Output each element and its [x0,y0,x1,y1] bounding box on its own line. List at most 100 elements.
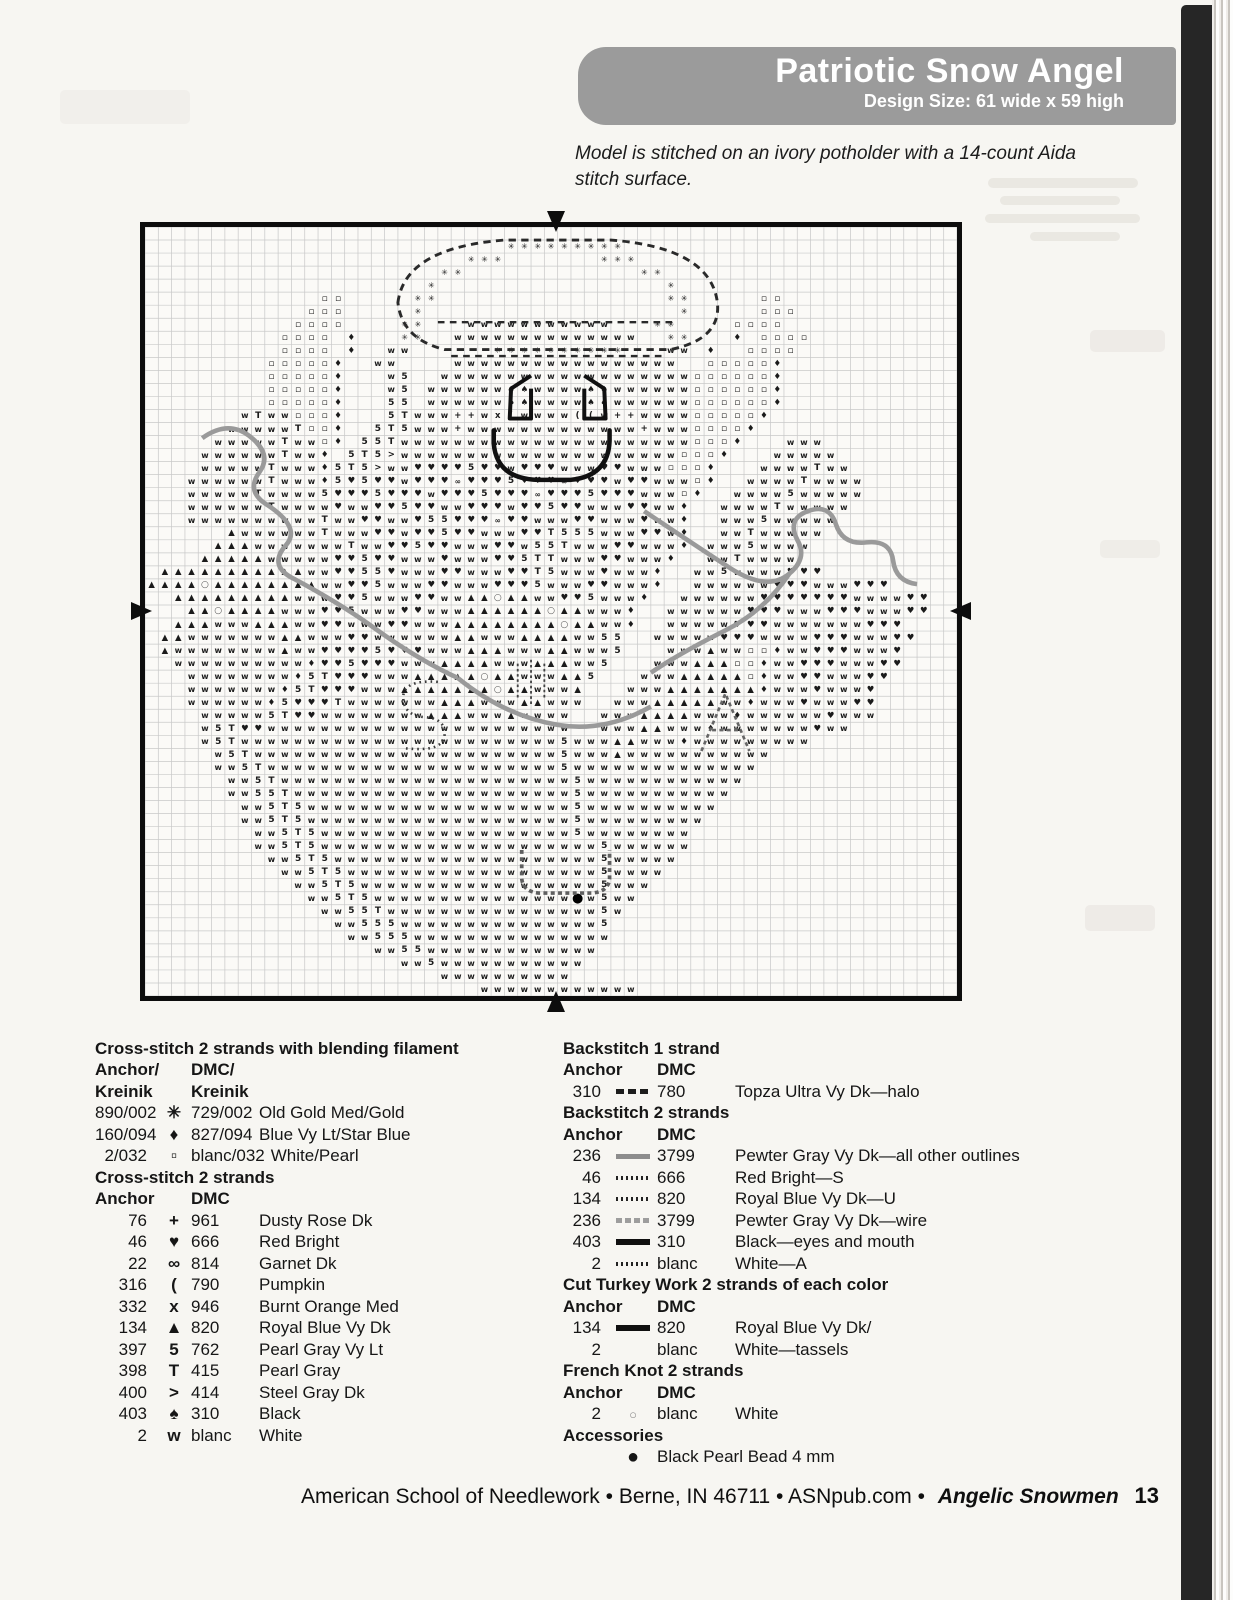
stitch-cell: w [201,476,209,486]
stitch-cell: w [281,476,289,486]
stitch-cell: w [573,320,582,330]
stitch-cell: w [533,776,542,786]
stitch-cell: w [533,724,542,734]
stitch-cell: T [281,710,288,721]
stitch-cell: ▫ [720,384,728,395]
stitch-cell: w [241,672,249,682]
stitch-cell: w [613,815,622,825]
stitch-cell: w [360,724,369,734]
stitch-cell: w [680,724,688,734]
stitch-cell: w [281,854,289,864]
stitch-cell: + [627,410,635,421]
stitch-cell: w [720,646,728,656]
stitch-cell: w [640,411,648,421]
stitch-cell: w [560,437,568,447]
stitch-cell: ▲ [561,645,568,656]
stitch-cell: ♥ [414,476,422,487]
stitch-cell: ♥ [746,632,755,643]
stitch-cell: 5 [521,554,528,565]
stitch-cell: 5 [308,867,315,878]
stitch-cell: ♥ [733,632,742,643]
stitch-cell: ♥ [573,515,582,526]
stitch-cell: 5 [441,515,448,526]
stitch-cell: w [733,737,742,747]
stitch-cell: 5 [361,906,368,917]
stitch-cell: w [334,919,342,929]
stitch-cell: w [387,580,395,590]
stitch-cell: ▲ [547,632,555,643]
stitch-cell: ▲ [494,645,502,656]
page-footer: American School of Needlework • Berne, I… [230,1483,1230,1509]
stitch-cell: ▲ [614,736,621,747]
backstitch-line-swatch [609,1239,657,1246]
stitch-cell: w [360,828,369,838]
stitch-cell: w [587,906,595,916]
stitch-cell: w [387,841,395,851]
stitch-cell: w [254,815,262,825]
stitch-cell: w [560,945,568,955]
stitch-cell: w [640,763,648,773]
stitch-cell: w [560,815,568,825]
stitch-cell: 5 [561,528,568,539]
dmc-number: blanc [191,1425,232,1445]
stitch-cell: w [374,698,382,708]
stitch-cell: ▫ [308,397,315,408]
stitch-cell: w [627,698,635,708]
stitch-cell: ▲ [547,619,555,630]
stitch-cell: w [733,528,742,538]
stitch-cell: w [427,789,435,799]
stitch-cell: ▫ [694,437,701,448]
stitch-cell: w [454,828,462,838]
stitch-cell: ♥ [919,606,928,617]
stitch-cell: ♥ [826,593,835,604]
stitch-cell: ♥ [387,658,396,669]
stitch-cell: ♥ [627,489,635,500]
column-header: Anchor [563,1382,623,1402]
stitch-cell: ♥ [467,502,475,513]
stitch-cell: w [693,593,702,603]
stitch-cell: 5 [374,450,382,461]
chart-grid-lines [145,227,957,996]
stitch-cell: w [520,906,529,916]
stitch-cell: 5 [374,567,382,578]
dmc-number: 820 [191,1318,220,1338]
stitch-cell: ▲ [214,541,222,552]
stitch-cell: w [520,919,529,929]
stitch-cell: w [587,554,595,564]
stitch-cell: w [653,828,662,838]
stitch-cell: ▫ [747,645,754,656]
stitch-cell: ♥ [560,489,569,500]
stitch-cell: ▫ [760,384,768,395]
stitch-cell: ▲ [720,684,728,695]
stitch-cell: ♥ [294,710,302,721]
stitch-cell: w [707,580,715,590]
stitch-cell: ♥ [893,632,901,643]
stitch-cell: ♥ [241,723,249,734]
stitch-cell: ♥ [440,463,449,474]
stitch-cell: ▫ [308,384,315,395]
stitch-cell: w [480,906,489,916]
stitch-cell: w [440,880,449,890]
stitch-cell: ♥ [760,619,768,630]
stitch-cell: w [480,802,489,812]
stitch-cell: ▫ [760,358,768,369]
stitch-cell: ♦ [706,476,715,487]
stitch-cell: w [294,476,302,486]
stitch-cell: w [760,541,768,551]
stitch-cell: 5 [215,736,222,747]
stitch-cell: w [307,606,316,616]
stitch-cell: ▫ [295,410,302,421]
stitch-cell: w [281,554,289,564]
stitch-cell: w [507,984,515,994]
stitch-cell: 5 [388,410,395,421]
stitch-cell: ♥ [893,658,901,669]
stitch-cell: w [627,580,635,590]
stitch-cell: w [800,633,808,643]
stitch-cell: w [760,724,768,734]
stitch-cell: w [414,698,422,708]
line-style-solid-black [616,1239,650,1246]
stitch-cell: w [414,737,422,747]
stitch-cell: w [893,606,901,616]
